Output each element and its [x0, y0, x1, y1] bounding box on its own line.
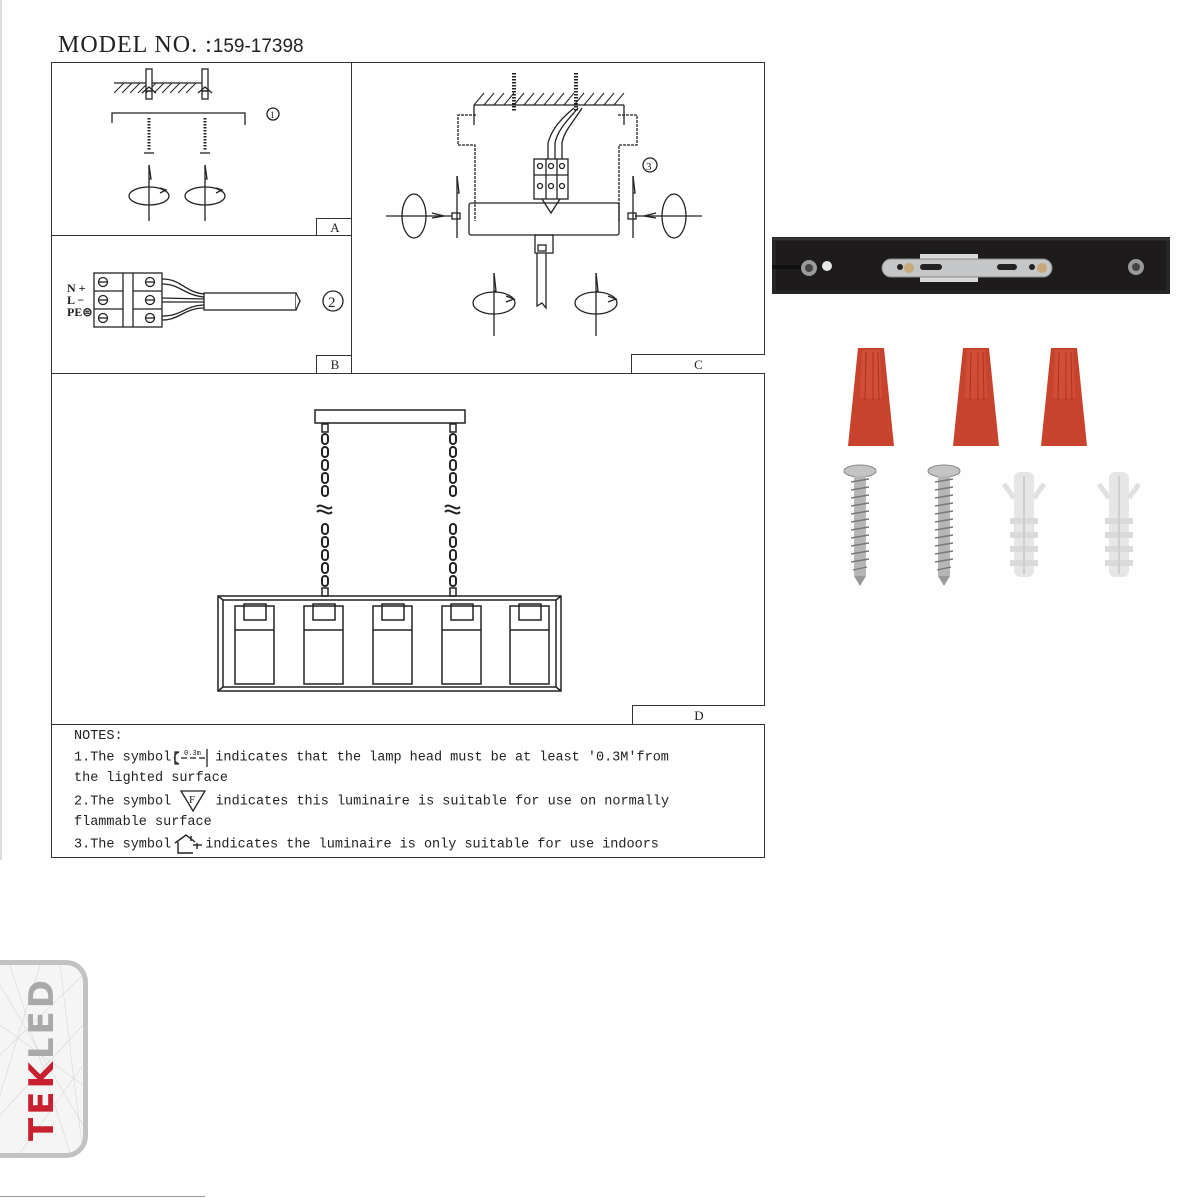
- svg-text:0.3m: 0.3m: [184, 750, 201, 758]
- panel-label-d: D: [632, 705, 765, 726]
- wire-connector-icon: [953, 348, 999, 446]
- panel-b: 2 N + L − PE⊜ B: [51, 235, 353, 374]
- indoor-use-house-icon: [171, 833, 205, 855]
- terminal-label-n: N +: [67, 281, 86, 295]
- canopy-bracket-photo: [772, 237, 1170, 295]
- note-1-cont: the lighted surface: [74, 770, 228, 786]
- panel-label-b: B: [316, 355, 353, 374]
- panel-a: 1 A: [51, 62, 353, 237]
- canopy-attach-diagram: 3: [386, 73, 702, 336]
- model-label: MODEL NO. :: [58, 32, 213, 58]
- notes-title: NOTES:: [74, 729, 123, 744]
- note-2: 2.The symbol F indicates this luminaire …: [74, 789, 764, 813]
- assembled-pendant-diagram: [217, 409, 562, 692]
- chain-right: [444, 433, 461, 587]
- logo-wordmark: TEKLED: [21, 977, 62, 1141]
- chain-left: [316, 433, 333, 587]
- wall-plug-icon: [1096, 472, 1140, 577]
- screw-icon: [843, 464, 877, 586]
- bottom-rule: [0, 1196, 205, 1197]
- terminal-label-pe: PE⊜: [67, 305, 92, 319]
- screw-icon: [927, 464, 961, 586]
- panel-label-a: A: [316, 218, 353, 237]
- panel-c: 3 C: [351, 62, 765, 375]
- wire-connector-icon: [848, 348, 894, 446]
- lamp-frame: [217, 595, 562, 692]
- svg-text:3: 3: [646, 161, 652, 173]
- wire-connectors-photo: [840, 340, 1130, 450]
- model-number: 159-17398: [212, 36, 304, 57]
- wire-connector-icon: [1041, 348, 1087, 446]
- panel-label-c: C: [631, 354, 765, 375]
- terminal-label-l: L −: [67, 293, 84, 307]
- screws-and-wall-plugs-photo: [840, 462, 1140, 590]
- model-number-heading: MODEL NO. :159-17398: [58, 32, 304, 59]
- ceiling-canopy: [314, 409, 466, 424]
- distance-0.3m-symbol-icon: 0.3m: [171, 747, 215, 767]
- svg-text:1: 1: [270, 110, 275, 120]
- terminal-block-wiring-diagram: 2 N + L − PE⊜: [67, 272, 344, 328]
- flammable-surface-f-symbol-icon: F: [179, 789, 207, 813]
- svg-text:2: 2: [328, 295, 336, 311]
- page-edge-line: [0, 0, 2, 860]
- ceiling-mount-diagram: 1: [111, 68, 280, 221]
- tekled-logo: TEKLED: [0, 960, 88, 1158]
- note-2-cont: flammable surface: [74, 814, 212, 830]
- svg-text:F: F: [189, 794, 195, 806]
- panel-d: D: [51, 373, 765, 726]
- lamp-shades: [234, 603, 550, 685]
- wall-plug-icon: [1001, 472, 1047, 577]
- logo-mesh-pattern: [0, 965, 83, 1153]
